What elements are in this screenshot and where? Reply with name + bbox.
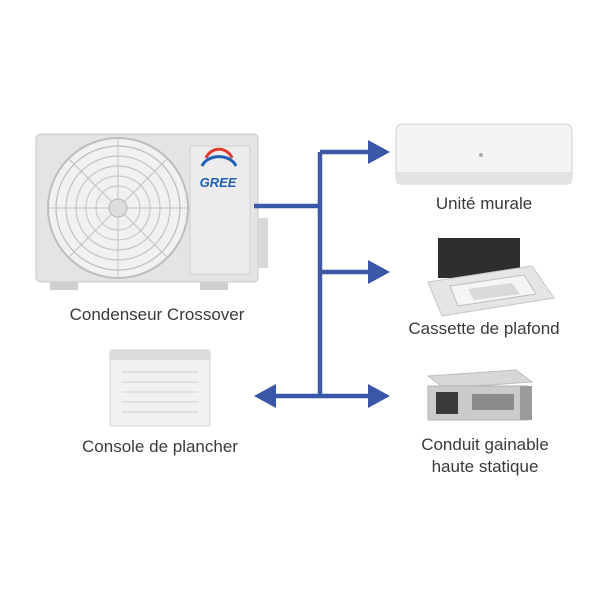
wall-mounted-unit-icon [395,123,573,185]
outdoor-condenser-icon [35,133,268,290]
arrowhead-console [254,384,276,408]
arrowhead-wall-unit [368,140,390,164]
connection-arrows [254,149,372,399]
gree-logo-text: GREE [200,175,237,190]
arrowhead-cassette [368,260,390,284]
ceiling-cassette-icon [427,238,555,317]
wall-unit-label: Unité murale [435,194,533,213]
floor-console-label: Console de plancher [82,437,238,456]
ducted-unit-icon [426,369,534,421]
cassette-label: Cassette de plafond [408,319,560,338]
gree-logo-icon [200,147,238,167]
floor-console-icon [109,349,211,427]
ducted-label-line2: haute statique [431,457,539,476]
arrowhead-ducted [368,384,390,408]
ducted-label-line1: Conduit gainable [421,435,549,454]
condenser-label: Condenseur Crossover [69,305,245,324]
